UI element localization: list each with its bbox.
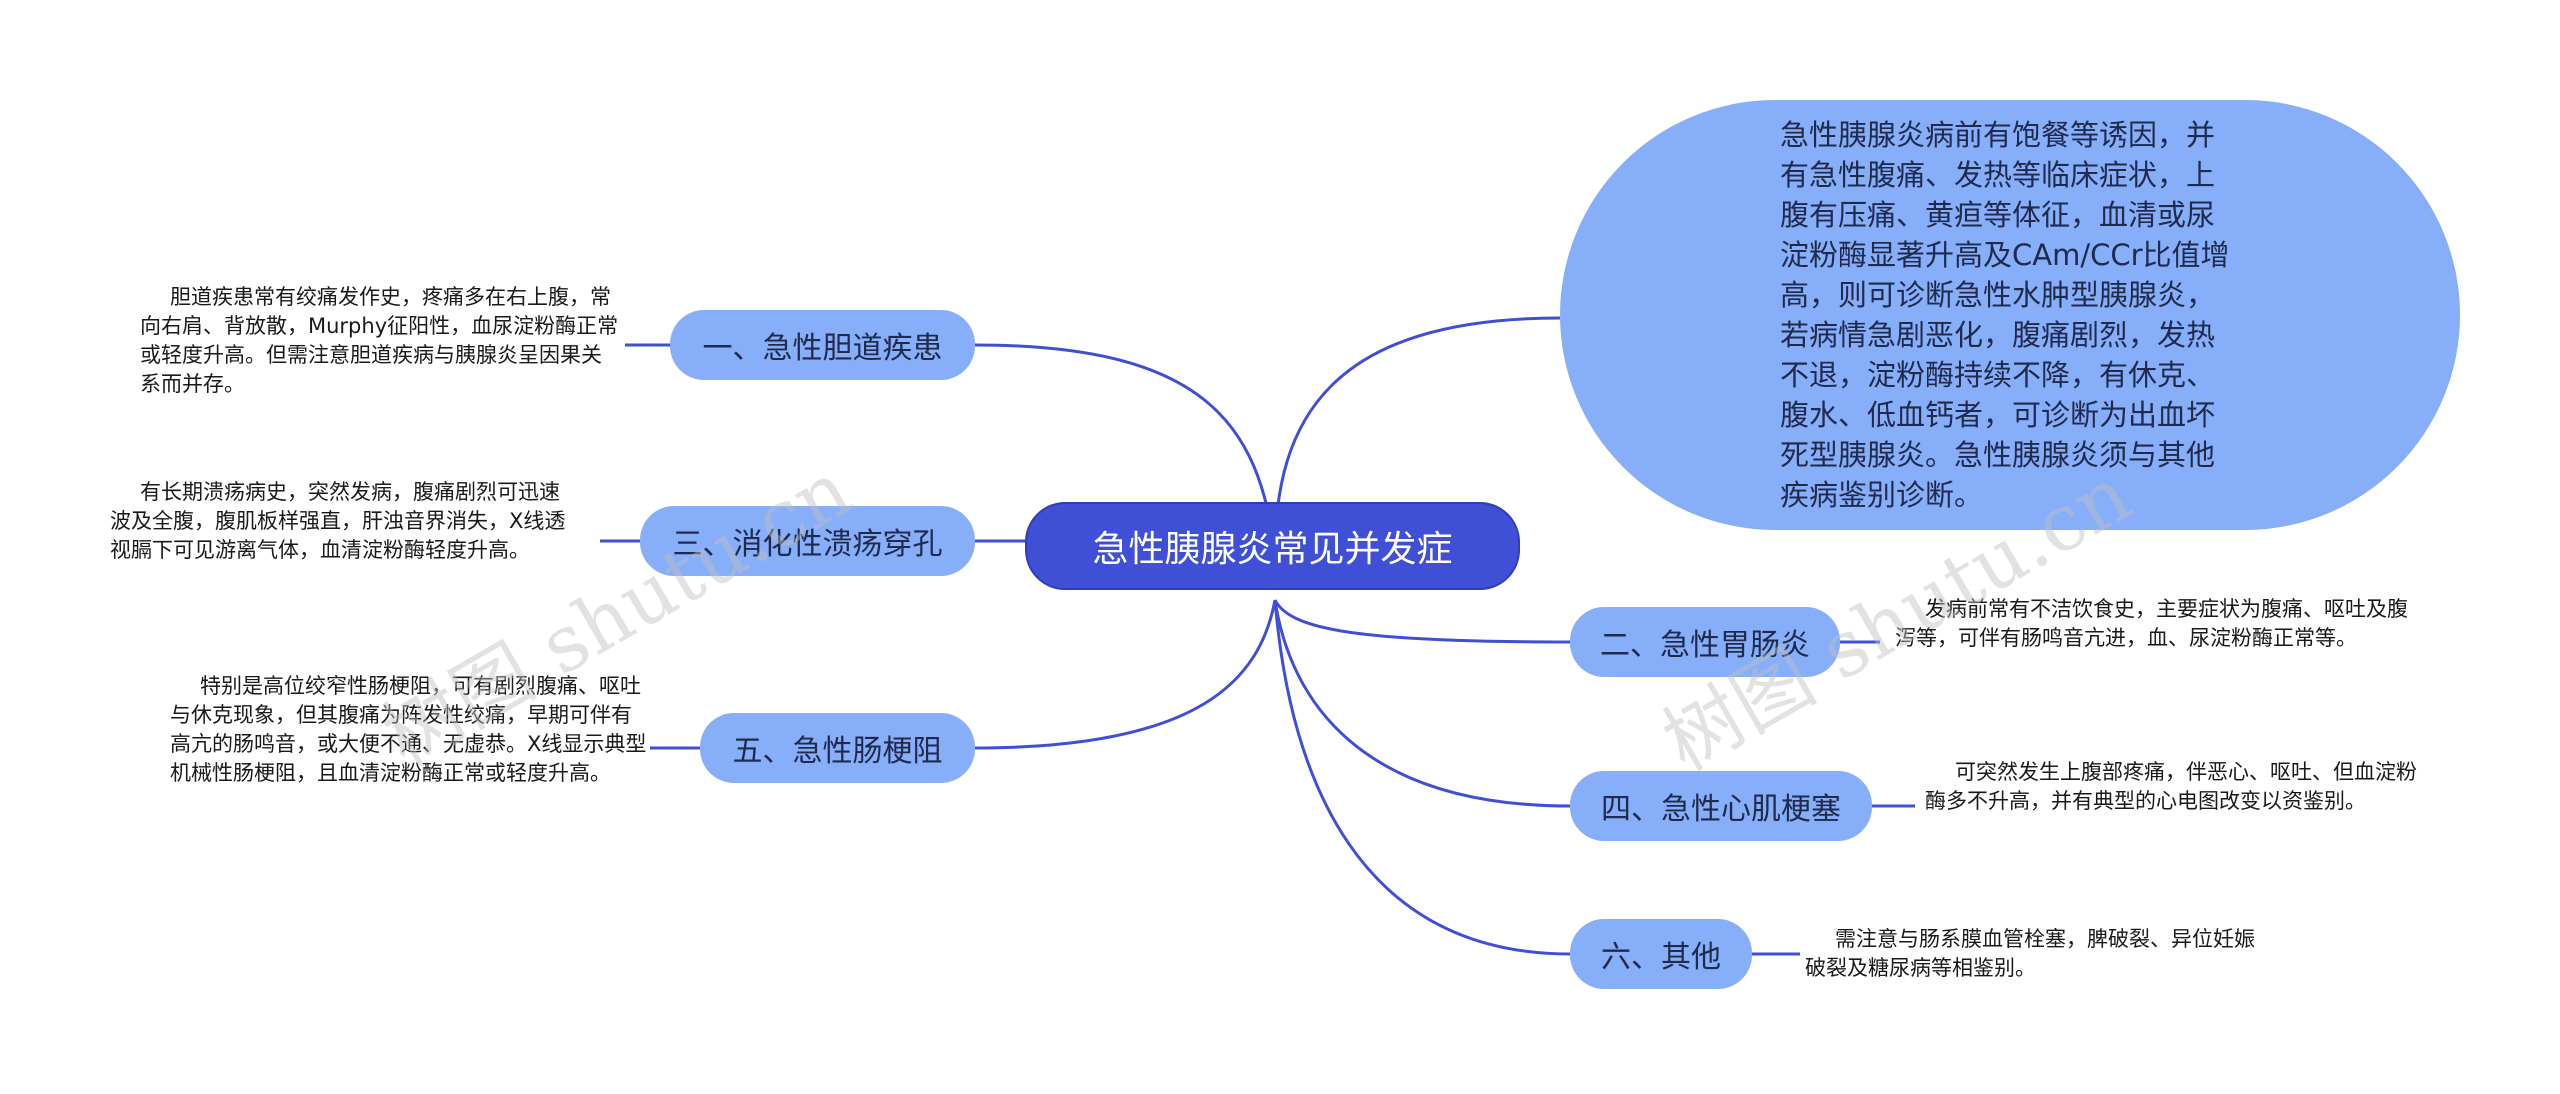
branch-label: 五、急性肠梗阻 [732,734,943,769]
connector-b4 [1273,599,1571,808]
desc-peptic-ulcer-perforation: 有长期溃疡病史，突然发病，腹痛剧烈可迅速波及全腹，腹肌板样强直，肝浊音界消失，X… [110,480,566,562]
desc-other: 需注意与肠系膜血管栓塞，脾破裂、异位妊娠破裂及糖尿病等相鉴别。 [1805,927,2255,980]
branch-label: 一、急性胆道疾患 [702,331,943,366]
branch-label: 六、其他 [1601,940,1721,975]
branch-label: 二、急性胃肠炎 [1600,628,1810,663]
branch-gastroenteritis[interactable]: 二、急性胃肠炎 [1570,607,1840,677]
branch-myocardial-infarction[interactable]: 四、急性心肌梗塞 [1570,771,1872,841]
connector-b6 [1273,599,1571,956]
desc-myocardial-infarction: 可突然发生上腹部疼痛，伴恶心、呕吐、但血淀粉酶多不升高，并有典型的心电图改变以资… [1925,760,2417,813]
main-summary-node[interactable]: 急性胰腺炎病前有饱餐等诱因，并有急性腹痛、发热等临床症状，上腹有压痛、黄疸等体征… [1560,100,2460,530]
branch-label: 四、急性心肌梗塞 [1601,792,1841,827]
main-summary-text: 急性胰腺炎病前有饱餐等诱因，并有急性腹痛、发热等临床症状，上腹有压痛、黄疸等体征… [1780,118,2230,512]
desc-gastroenteritis: 发病前常有不洁饮食史，主要症状为腹痛、呕吐及腹泻等，可伴有肠鸣音亢进，血、尿淀粉… [1895,597,2408,650]
branch-other[interactable]: 六、其他 [1570,919,1752,989]
connector-b5 [974,599,1277,750]
branch-intestinal-obstruction[interactable]: 五、急性肠梗阻 [700,713,975,783]
branch-label: 三、消化性溃疡穿孔 [672,527,943,562]
branch-peptic-ulcer-perforation[interactable]: 三、消化性溃疡穿孔 [640,506,975,576]
root-label: 急性胰腺炎常见并发症 [1092,529,1453,570]
connector-main [1273,316,1561,556]
connector-b2 [1273,599,1571,644]
branch-biliary-disease[interactable]: 一、急性胆道疾患 [670,310,975,380]
root-node[interactable]: 急性胰腺炎常见并发症 [1025,502,1520,590]
desc-biliary-disease: 胆道疾患常有绞痛发作史，疼痛多在右上腹，常向右肩、背放散，Murphy征阳性，血… [140,285,619,396]
desc-intestinal-obstruction: 特别是高位绞窄性肠梗阻，可有剧烈腹痛、呕吐与休克现象，但其腹痛为阵发性绞痛，早期… [170,674,647,785]
